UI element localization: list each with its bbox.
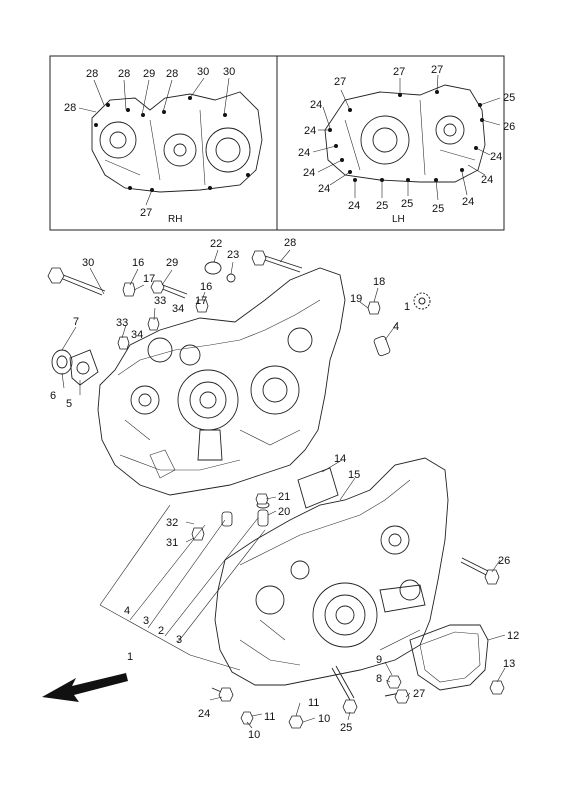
callout-16-mid: 16 [200,281,212,293]
callout-11-left: 11 [264,711,275,723]
callout-6: 6 [50,390,56,402]
inset-lh-label-3: 27 [431,64,443,76]
callout-22: 22 [210,238,222,250]
callout-34-left: 34 [131,329,143,341]
inset-rh-label-6: 30 [223,66,235,78]
inset-rh-label-8: 27 [140,207,152,219]
callout-14: 14 [334,453,346,465]
callout-11-right: 11 [308,697,319,709]
inset-rh-label-4: 28 [166,68,178,80]
callout-3-lower: 3 [176,634,182,646]
inset-lh-label-12: 24 [490,151,502,163]
inset-lh-label-6: 26 [503,121,515,133]
inset-lh-label-7: 24 [304,125,316,137]
callout-33-left: 33 [116,317,128,329]
inset-lh-label-8: 24 [298,147,310,159]
callout-17-mid: 17 [195,295,207,307]
inset-lh-label-2: 27 [393,66,405,78]
inset-lh-label-5: 24 [310,99,322,111]
callout-17-top: 17 [143,273,155,285]
inset-lh-label-9: 24 [303,167,315,179]
inset-rh-side-label: RH [168,214,182,225]
inset-rh-label-7: 28 [64,102,76,114]
callout-28: 28 [284,237,296,249]
callout-numbers: 30 16 29 22 23 28 17 16 17 33 34 18 19 1… [50,237,519,741]
callout-18: 18 [373,276,385,288]
callout-9: 9 [376,654,382,666]
callout-34-top: 34 [172,303,184,315]
inset-lh-label-14: 25 [401,198,413,210]
inset-lh-label-16: 24 [462,196,474,208]
inset-rh-label-2: 28 [118,68,130,80]
inset-lh-label-15: 25 [432,203,444,215]
inset-lh-crankcase: 27 27 27 25 24 26 24 24 24 24 24 24 25 2… [298,64,515,225]
callout-25: 25 [340,722,352,734]
callout-4-top: 4 [393,321,399,333]
callout-19: 19 [350,293,362,305]
front-direction-arrow-icon [42,673,128,702]
callout-30: 30 [82,257,94,269]
callout-5: 5 [66,398,72,410]
callout-2: 2 [158,625,164,637]
callout-29: 29 [166,257,178,269]
callout-10-left: 10 [248,729,260,741]
gear-symbol-icon [413,292,431,310]
group-bracket-lines [99,504,266,671]
callout-20: 20 [278,506,290,518]
inset-lh-label-4: 25 [503,92,515,104]
inset-rh-label-3: 29 [143,68,155,80]
callout-26: 26 [498,555,510,567]
inset-rh-label-1: 28 [86,68,98,80]
inset-lh-side-label: LH [392,214,405,225]
bolts [47,250,505,729]
callout-3-upper: 3 [143,615,149,627]
callout-32: 32 [166,517,178,529]
callout-24: 24 [198,708,210,720]
callout-15: 15 [348,469,360,481]
inset-rh-crankcase: 28 28 29 28 30 30 28 27 RH [64,66,263,225]
callout-1-top: 1 [404,301,410,313]
inset-panel [49,55,505,231]
dowel-pins [221,335,391,527]
inset-rh-leaders [78,77,230,206]
callout-21: 21 [278,491,290,503]
callout-12: 12 [507,630,519,642]
inset-lh-label-13: 25 [376,200,388,212]
callout-1-bottom: 1 [127,651,133,663]
inset-lh-label-1: 27 [334,76,346,88]
inset-lh-label-10: 24 [318,183,330,195]
callout-16-top: 16 [132,257,144,269]
callout-31: 31 [166,537,178,549]
callout-8: 8 [376,673,382,685]
callout-10-right: 10 [318,713,330,725]
oil-seal-and-cover [51,349,99,386]
inset-rh-label-5: 30 [197,66,209,78]
callout-13: 13 [503,658,515,670]
inset-rh-bolt-dots [94,96,250,192]
inset-lh-label-17: 24 [481,174,493,186]
crankcase-right-half [97,267,346,496]
callout-27: 27 [413,688,425,700]
inset-lh-bolt-dots [328,90,484,182]
plate-cover [297,467,339,509]
inset-lh-label-11: 24 [348,200,360,212]
cover-gasket [409,624,489,691]
callout-23: 23 [227,249,239,261]
callout-33-top: 33 [154,295,166,307]
callout-7: 7 [73,316,79,328]
callout-leaders [61,249,506,729]
callout-4-bottom: 4 [124,605,130,617]
inset-lh-leaders [312,74,501,201]
crankcase-left-half [214,457,449,686]
